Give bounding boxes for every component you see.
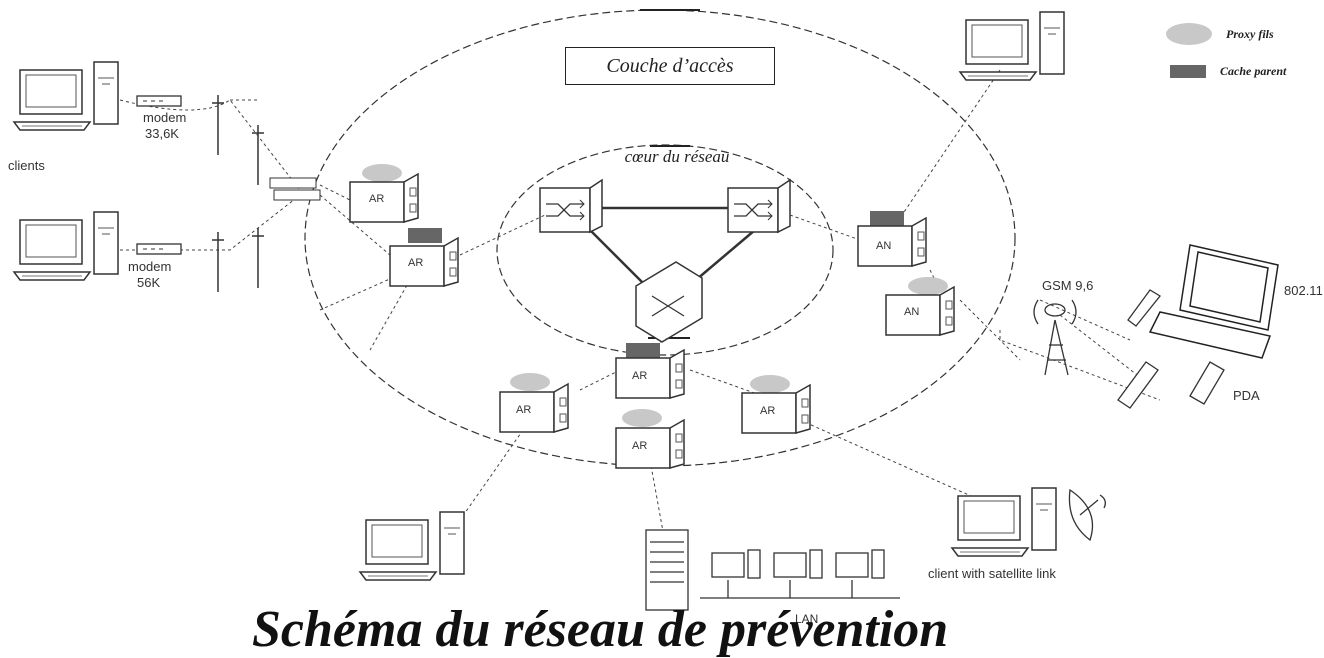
wifi-label: 802.11 xyxy=(1284,283,1323,298)
ar1-label: AR xyxy=(369,193,385,205)
client-pc-bottom xyxy=(13,211,119,281)
phone-icon-1 xyxy=(1127,289,1161,327)
laptop-icon xyxy=(1148,244,1279,359)
modem-icon-2 xyxy=(136,243,182,255)
cache-icon-ar3 xyxy=(870,211,904,226)
pole-icon-2 xyxy=(251,124,265,186)
lan-label: LAN xyxy=(795,612,819,626)
ar8-label: AR xyxy=(760,405,776,417)
access-router-6 xyxy=(499,383,569,433)
proxy-icon-ar4 xyxy=(908,277,948,295)
cache-icon-ar5 xyxy=(626,343,660,358)
legend-cache-label: Cache parent xyxy=(1220,64,1287,78)
ar7-label: AR xyxy=(632,440,648,452)
network-diagram xyxy=(13,9,1279,611)
access-router-2 xyxy=(389,237,459,287)
satellite-client-label: client with satellite link xyxy=(928,566,1056,581)
proxy-icon-ar6 xyxy=(510,373,550,391)
core-switch-right xyxy=(727,179,791,233)
access-layer-label: Couche d’accès xyxy=(565,47,775,85)
proxy-legend-swatch xyxy=(1166,23,1212,45)
access-router-7 xyxy=(615,419,685,469)
gsm-antenna-icon xyxy=(1033,299,1077,376)
ar6-label: AR xyxy=(516,404,532,416)
pda-icon xyxy=(1189,361,1225,405)
pole-icon-3 xyxy=(211,231,225,293)
client-pc-top-right xyxy=(959,11,1065,81)
satellite-dish-icon xyxy=(1068,488,1106,542)
core-switch-left xyxy=(539,179,603,233)
legend-proxy: Proxy fils xyxy=(1166,23,1274,45)
proxy-icon-ar8 xyxy=(750,375,790,393)
satellite-client-pc xyxy=(951,487,1057,557)
ar3-label: AN xyxy=(876,240,892,252)
core-label: cœur du réseau xyxy=(624,147,730,166)
modem1-speed: 33,6K xyxy=(145,126,179,141)
diagram-title: Schéma du réseau de prévention xyxy=(252,601,949,658)
proxy-icon-ar1 xyxy=(362,164,402,182)
client-pc-top xyxy=(13,61,119,131)
client-pc-bottom-left xyxy=(359,511,465,581)
ar2-label: AR xyxy=(408,257,424,269)
ar5-label: AR xyxy=(632,370,648,382)
legend-cache: Cache parent xyxy=(1170,64,1286,79)
pole-icon-4 xyxy=(251,227,265,289)
pda-label: PDA xyxy=(1233,388,1260,403)
core-switch-bottom xyxy=(635,261,703,343)
modem1-label: modem xyxy=(143,110,187,125)
cache-icon-ar2 xyxy=(408,228,442,243)
core-links xyxy=(584,206,756,291)
lan-workstations xyxy=(700,549,900,599)
concentrator-icon xyxy=(269,177,321,201)
phone-icon-2 xyxy=(1117,361,1159,409)
clients-label: clients xyxy=(8,158,45,173)
cache-legend-swatch xyxy=(1170,65,1206,78)
proxy-icon-ar7 xyxy=(622,409,662,427)
gsm-label: GSM 9,6 xyxy=(1042,278,1094,293)
legend-proxy-label: Proxy fils xyxy=(1226,26,1274,41)
modem-icon-1 xyxy=(136,95,182,107)
modem2-speed: 56K xyxy=(137,275,161,290)
lan-server-icon xyxy=(645,529,689,611)
ar4-label: AN xyxy=(904,306,920,318)
modem2-label: modem xyxy=(128,259,172,274)
